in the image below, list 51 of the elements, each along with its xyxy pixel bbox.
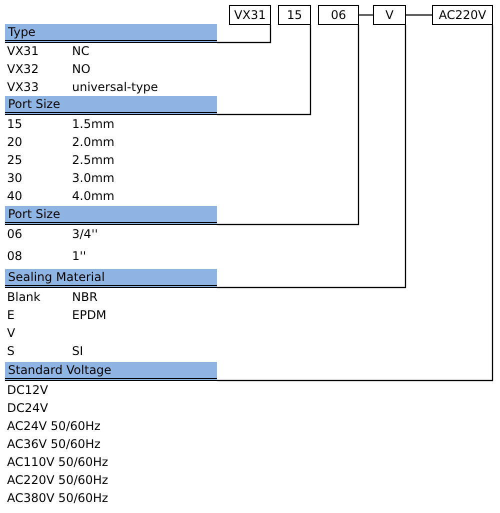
option-code: AC36V 50/60Hz: [7, 437, 101, 451]
option-code: AC220V 50/60Hz: [7, 473, 108, 487]
option-description: NC: [72, 44, 90, 58]
section-header-bar: Standard Voltage: [5, 362, 217, 381]
option-description: 3.0mm: [72, 171, 114, 185]
code-segment-box: AC220V: [432, 5, 493, 25]
connector-line: [217, 25, 272, 44]
connector-line: [406, 14, 432, 16]
connector-line: [217, 25, 312, 116]
option-code: AC380V 50/60Hz: [7, 491, 108, 505]
option-code: E: [7, 308, 15, 322]
option-description: 2.5mm: [72, 153, 114, 167]
section-header-bar: Port Size: [5, 206, 217, 225]
option-description: NO: [72, 62, 90, 76]
option-code: Blank: [7, 290, 40, 304]
option-code: VX31: [7, 44, 39, 58]
option-code: 25: [7, 153, 22, 167]
section-header-bar: Port Size: [5, 96, 217, 115]
option-description: 2.0mm: [72, 135, 114, 149]
code-segment-box: VX31: [229, 5, 271, 25]
option-description: 4.0mm: [72, 189, 114, 203]
option-code: AC110V 50/60Hz: [7, 455, 108, 469]
option-code: 20: [7, 135, 22, 149]
code-segment-box: 06: [318, 5, 359, 25]
option-description: universal-type: [72, 80, 158, 94]
connector-line: [359, 14, 373, 16]
code-segment-box: V: [373, 5, 406, 25]
code-segment-box: 15: [278, 5, 311, 25]
option-code: DC12V: [7, 383, 48, 397]
option-code: 40: [7, 189, 22, 203]
option-code: 15: [7, 117, 22, 131]
option-description: 1.5mm: [72, 117, 114, 131]
option-description: SI: [72, 344, 84, 358]
option-code: V: [7, 326, 16, 340]
option-code: 08: [7, 249, 22, 263]
option-code: AC24V 50/60Hz: [7, 419, 101, 433]
option-description: 3/4'': [72, 227, 98, 241]
option-code: VX32: [7, 62, 39, 76]
option-code: S: [7, 344, 15, 358]
connector-line: [217, 25, 406, 288]
option-description: 1'': [72, 249, 86, 263]
option-code: VX33: [7, 80, 39, 94]
section-header-bar: Sealing Material: [5, 269, 217, 288]
option-code: 30: [7, 171, 22, 185]
option-code: 06: [7, 227, 22, 241]
connector-line: [217, 25, 360, 226]
option-code: DC24V: [7, 401, 48, 415]
connector-line: [217, 25, 494, 382]
option-description: NBR: [72, 290, 98, 304]
section-header-bar: Type: [5, 24, 217, 43]
option-description: EPDM: [72, 308, 106, 322]
